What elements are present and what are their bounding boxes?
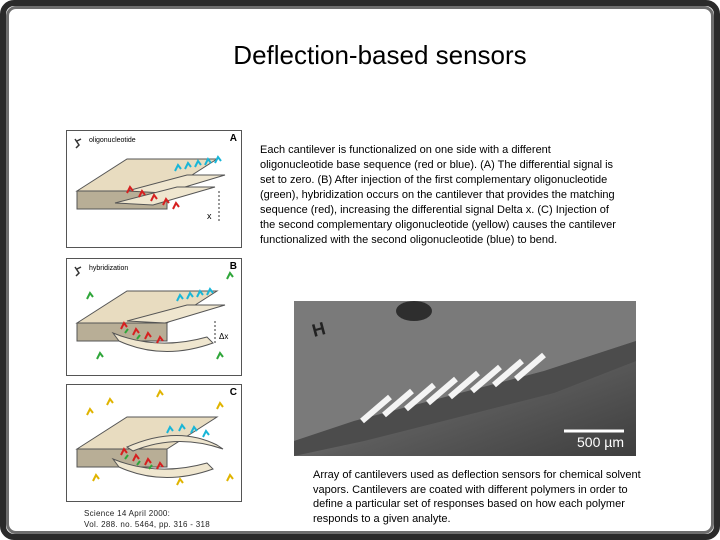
panel-b-drawing: Δx (74, 266, 234, 360)
figure-panel-a: A oligonucleotide x (66, 130, 242, 248)
red-strands (126, 185, 180, 210)
yellow-strands (86, 389, 234, 486)
red-strands (120, 447, 164, 470)
blue-strands (174, 155, 222, 172)
panel-a-drawing: x (74, 138, 226, 223)
scale-bar-label: 500 µm (577, 434, 624, 450)
cantilever-upper (126, 174, 226, 194)
cantilever-upper-bent (125, 435, 224, 452)
citation-line-2: Vol. 288. no. 5464, pp. 316 - 318 (84, 520, 210, 529)
chip-hole (396, 301, 432, 321)
cantilever-lower-bent (111, 457, 214, 478)
figure-description: Each cantilever is functionalized on one… (260, 144, 616, 246)
blue-strands (166, 423, 210, 438)
figure-panel-b: B hybridization Δx (66, 258, 242, 376)
cantilever-bent (111, 331, 214, 352)
cantilever-array-drawing: H (294, 301, 636, 456)
chip-letter: H (310, 318, 328, 341)
axis-label-x: x (207, 211, 212, 221)
panel-c-drawing (75, 389, 234, 486)
hybridization-legend-icon (74, 266, 82, 277)
panel-b-legend: hybridization (89, 265, 129, 272)
cantilever-figure: A oligonucleotide x B hybridization (64, 130, 242, 530)
red-strands (120, 321, 164, 344)
cantilever-beams (360, 352, 546, 424)
axis-label-delta-x: Δx (219, 332, 228, 341)
oligo-legend-icon (74, 138, 82, 149)
base-block-side (76, 322, 168, 342)
panel-letter-c: C (229, 387, 237, 398)
cantilever-lower (114, 186, 216, 206)
panel-a-legend: oligonucleotide (89, 137, 136, 144)
cantilever-upper (126, 304, 226, 324)
blue-strands (176, 287, 214, 302)
green-strands (124, 454, 153, 470)
photo-caption: Array of cantilevers used as deflection … (313, 469, 641, 525)
chip-edge (294, 341, 636, 456)
figure-panel-c: C (66, 384, 242, 502)
green-strands (86, 271, 234, 360)
slide-title: Deflection-based sensors (233, 40, 527, 70)
citation: Science 14 April 2000: Vol. 288. no. 546… (84, 508, 210, 530)
panel-letter-a: A (229, 133, 237, 144)
cantilever-array-photo: H 500 µm (294, 301, 636, 456)
panel-letter-b: B (229, 261, 237, 272)
citation-line-1: Science 14 April 2000: (84, 509, 171, 518)
